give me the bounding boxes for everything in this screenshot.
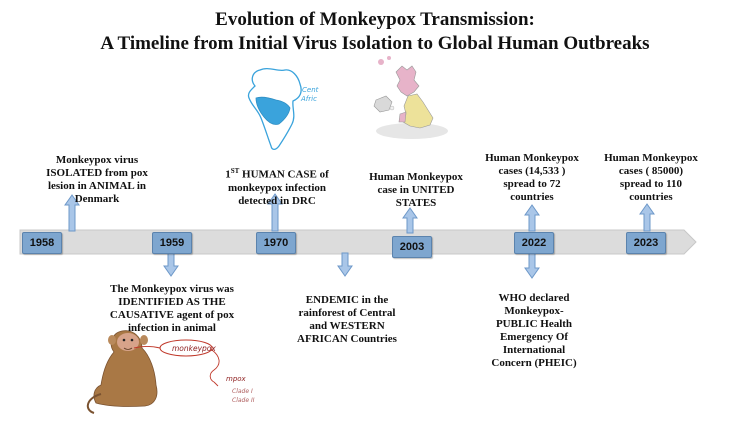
year-box-2003: 2003 (392, 236, 432, 258)
endemic-text: ENDEMIC in the rainforest of Central and… (297, 294, 397, 345)
timeline-bar (19, 229, 697, 255)
monkey-illustration: monkeypox mpox Clade I Clade II (86, 330, 255, 414)
arrow-up-1970 (267, 193, 283, 232)
year-box-2022: 2022 (514, 232, 554, 254)
event-1959-text: The Monkeypox virus was IDENTIFIED AS TH… (109, 283, 235, 334)
arrow-up-1958 (64, 194, 80, 232)
clade-2-label: Clade II (232, 397, 255, 404)
map-label-cent: Cent (302, 86, 319, 94)
year-box-1959: 1959 (152, 232, 192, 254)
arrow-down-1959 (163, 252, 179, 277)
arrow-up-2022 (524, 204, 540, 232)
event-1958-text: Monkeypox virus ISOLATED from pox lesion… (46, 154, 148, 205)
mpox-label: mpox (226, 375, 247, 383)
title-line-2: A Timeline from Initial Virus Isolation … (100, 33, 650, 54)
monkeypox-label: monkeypox (172, 344, 216, 353)
arrow-down-endemic (337, 252, 353, 277)
event-2022-spread-text: Human Monkeypox cases (14,533 ) spread t… (485, 152, 579, 203)
year-box-1958: 1958 (22, 232, 62, 254)
year-box-1970: 1970 (256, 232, 296, 254)
event-1970-text: 1ST HUMAN CASE of monkeypox infection de… (225, 167, 329, 207)
year-box-2023: 2023 (626, 232, 666, 254)
africa-map-illustration: Cent Afric (247, 67, 319, 151)
uk-map-illustration (373, 56, 448, 139)
clade-1-label: Clade I (232, 388, 253, 395)
map-label-afric: Afric (300, 95, 317, 103)
title-line-1: Evolution of Monkeypox Transmission: (215, 9, 535, 30)
arrow-down-2022 (524, 252, 540, 279)
event-2023-text: Human Monkeypox cases ( 85000) spread to… (604, 152, 698, 203)
arrow-up-2003 (402, 207, 418, 234)
event-2003-text: Human Monkeypox case in UNITED STATES (369, 171, 463, 209)
arrow-up-2023 (639, 203, 655, 232)
event-2022-who-text: WHO declared Monkeypox- PUBLIC Health Em… (491, 292, 577, 369)
